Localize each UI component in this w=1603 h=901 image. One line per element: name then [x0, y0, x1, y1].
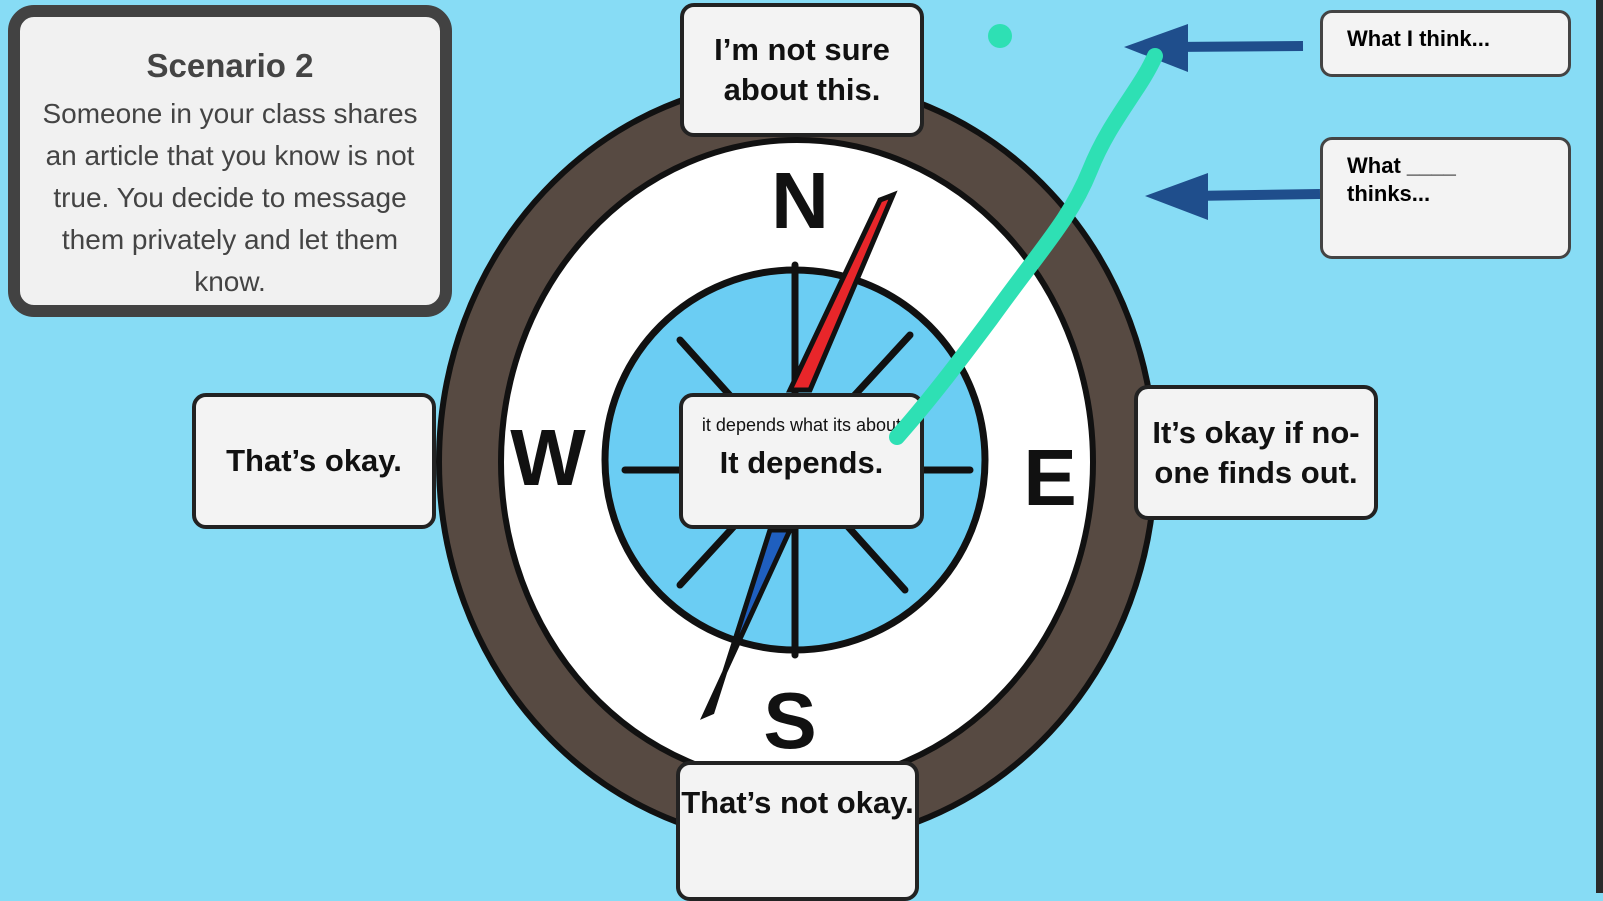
what-others-line1: What ____ [1347, 153, 1456, 178]
arrow-head-icon [1124, 24, 1188, 72]
window-edge [1596, 0, 1603, 893]
scenario-card: Scenario 2 Someone in your class shares … [8, 5, 452, 317]
scenario-text: Someone in your class shares an article … [42, 98, 418, 297]
north-letter: N [771, 156, 829, 245]
north-label-box[interactable]: I’m not sure about this. [680, 3, 924, 137]
scenario-title: Scenario 2 [146, 47, 314, 84]
south-label: That’s not okay. [681, 785, 914, 820]
arrow-to-what-i-think [1169, 41, 1304, 52]
center-note: it depends what its about [701, 415, 902, 435]
north-needle [786, 190, 898, 393]
west-label-box[interactable]: That’s okay. [192, 393, 436, 529]
south-needle [700, 527, 794, 720]
south-label-box[interactable]: That’s not okay. [676, 761, 919, 901]
center-label: It depends. [719, 445, 884, 480]
what-i-think-label: What I think... [1347, 26, 1490, 51]
center-label-box[interactable]: it depends what its about It depends. [679, 393, 924, 529]
east-label: It’s okay if no-one finds out. [1152, 414, 1360, 490]
west-label: That’s okay. [226, 443, 402, 478]
south-letter: S [763, 676, 816, 765]
east-label-box[interactable]: It’s okay if no-one finds out. [1134, 385, 1378, 520]
west-letter: W [510, 413, 586, 502]
what-others-line2: thinks... [1347, 181, 1431, 206]
east-letter: E [1023, 433, 1076, 522]
what-i-think-box[interactable]: What I think... [1320, 10, 1571, 77]
arrow-to-what-others-think [1189, 189, 1321, 201]
what-others-think-box[interactable]: What ____ thinks... [1320, 137, 1571, 259]
north-label: I’m not sure about this. [714, 32, 890, 107]
arrow-head-icon [1145, 173, 1208, 220]
